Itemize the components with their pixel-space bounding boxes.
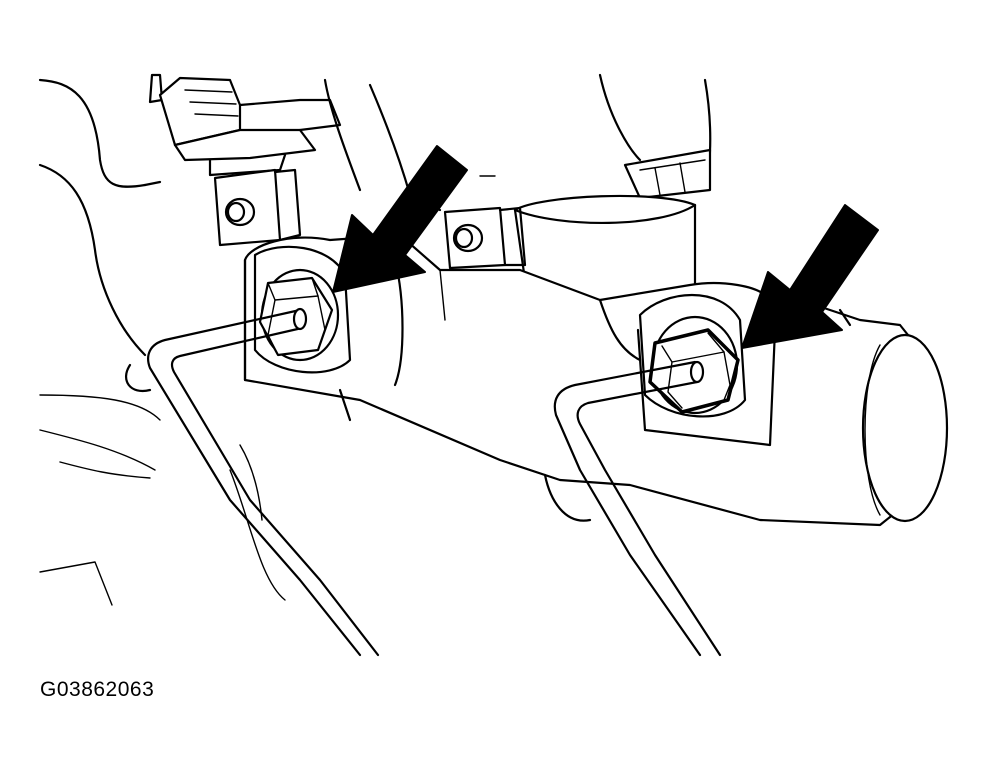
rear-brake-line — [553, 360, 722, 657]
front-brake-line — [147, 307, 380, 657]
arrow-pointing-to-rear-fitting — [741, 204, 879, 349]
arrow-pointing-to-front-fitting — [332, 145, 468, 293]
fluid-level-sensor-connector — [148, 73, 362, 192]
figure-code: G03862063 — [40, 678, 155, 701]
mounting-bracket-left — [213, 168, 302, 247]
